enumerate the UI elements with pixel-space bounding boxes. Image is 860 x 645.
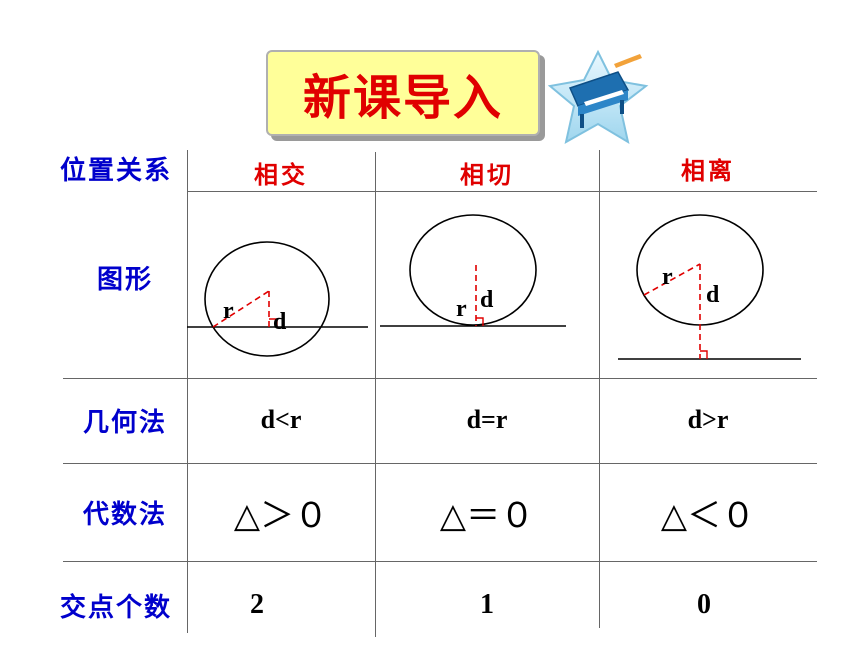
circle-tangent bbox=[409, 214, 537, 326]
figure-separate: r d bbox=[618, 214, 801, 360]
geometric-cell-1: d<r bbox=[187, 398, 375, 442]
right-angle-mark bbox=[476, 317, 484, 326]
r-label: r bbox=[223, 298, 234, 324]
count-row-label: 交点个数 bbox=[59, 592, 172, 623]
d-label: d bbox=[480, 287, 494, 313]
grid-line-h4 bbox=[63, 561, 817, 562]
radius-dash bbox=[212, 290, 270, 328]
grid-line-h1 bbox=[187, 191, 817, 192]
col-head-intersect: 相交 bbox=[254, 159, 308, 189]
d-label: d bbox=[273, 309, 287, 335]
figure-row-label: 图形 bbox=[96, 264, 153, 295]
count-row-label-cell: 交点个数 bbox=[45, 583, 187, 627]
grid-line-v1 bbox=[187, 150, 188, 633]
figure-tangent: r d bbox=[380, 214, 566, 327]
r-label: r bbox=[456, 296, 467, 322]
header-row-label-cell: 位置关系 bbox=[45, 148, 187, 188]
geometric-cell-2: d=r bbox=[375, 398, 599, 442]
count-value-intersect: 2 bbox=[250, 589, 264, 620]
geometric-row-label: 几何法 bbox=[82, 407, 167, 438]
geometric-cell-3: d>r bbox=[599, 398, 817, 442]
algebraic-row-label: 代数法 bbox=[82, 499, 167, 530]
d-label: d bbox=[706, 282, 720, 308]
right-angle-mark bbox=[700, 350, 708, 359]
radius-dash bbox=[643, 263, 701, 296]
header-row-label: 位置关系 bbox=[59, 155, 172, 186]
algebraic-cell-1: △＞０ bbox=[187, 488, 375, 536]
circle-intersect bbox=[204, 241, 330, 357]
count-cell-3: 0 bbox=[599, 583, 809, 627]
col-head-cell-3: 相离 bbox=[599, 148, 817, 188]
figure-row-label-cell: 图形 bbox=[63, 255, 187, 299]
count-value-separate: 0 bbox=[697, 589, 711, 620]
col-head-tangent: 相切 bbox=[460, 159, 514, 189]
col-head-cell-2: 相切 bbox=[375, 152, 599, 192]
grid-line-h3 bbox=[63, 463, 817, 464]
right-angle-mark bbox=[269, 318, 278, 327]
geometric-value-tangent: d=r bbox=[466, 405, 508, 434]
algebraic-value-tangent: △＝０ bbox=[439, 495, 535, 536]
geometric-value-separate: d>r bbox=[687, 405, 729, 434]
count-cell-2: 1 bbox=[375, 583, 599, 627]
piano-badge-icon bbox=[548, 49, 649, 145]
algebraic-value-separate: △＜０ bbox=[660, 495, 756, 536]
r-label: r bbox=[662, 264, 673, 290]
geometric-row-label-cell: 几何法 bbox=[63, 398, 187, 442]
grid-line-v3 bbox=[599, 150, 600, 628]
algebraic-row-label-cell: 代数法 bbox=[63, 490, 187, 534]
count-value-tangent: 1 bbox=[480, 589, 494, 620]
title-box: 新课导入 bbox=[266, 50, 540, 136]
col-head-cell-1: 相交 bbox=[187, 152, 375, 192]
figure-intersect: r d bbox=[187, 241, 368, 357]
algebraic-cell-2: △＝０ bbox=[375, 488, 599, 536]
col-head-separate: 相离 bbox=[681, 155, 735, 185]
slide-title: 新课导入 bbox=[302, 70, 503, 126]
grid-line-h2 bbox=[63, 378, 817, 379]
algebraic-cell-3: △＜０ bbox=[599, 488, 817, 536]
grid-line-v2 bbox=[375, 152, 376, 637]
algebraic-value-intersect: △＞０ bbox=[233, 495, 329, 536]
count-cell-1: 2 bbox=[187, 583, 327, 627]
geometric-value-intersect: d<r bbox=[260, 405, 302, 434]
